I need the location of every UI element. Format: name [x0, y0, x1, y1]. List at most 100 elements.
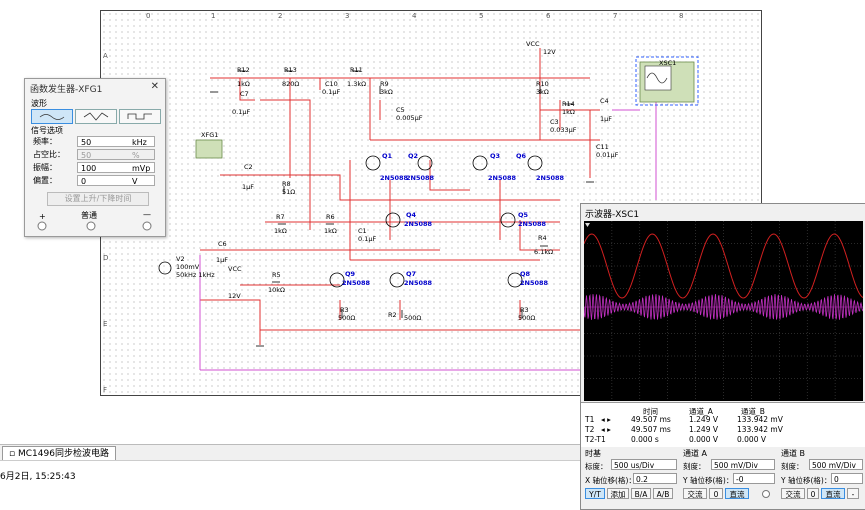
c11-value: 0.01µF	[596, 151, 619, 159]
row-delta-label: T2-T1	[585, 435, 606, 444]
row-t1-a: 1.249 V	[689, 415, 718, 424]
q3-part: 2N5088	[488, 174, 517, 182]
minus-terminal-icon	[142, 221, 152, 231]
ab-button[interactable]: A/B	[653, 488, 673, 499]
ba-button[interactable]: B/A	[631, 488, 651, 499]
c4-value: 1µF	[600, 115, 613, 123]
channel-a-dc-button[interactable]: 直流	[725, 488, 749, 499]
q9-label: Q9	[345, 270, 356, 278]
c10-label: C10	[325, 80, 338, 88]
r7-value: 1kΩ	[274, 227, 287, 235]
r12-label: R12	[237, 66, 250, 74]
channel-a-ypos-label: Y 轴位移(格)：	[683, 476, 734, 485]
c11-label: C11	[596, 143, 609, 151]
oscilloscope-screen[interactable]	[583, 221, 864, 401]
oscilloscope-window[interactable]: 示波器-XSC1 时间 通道_A 通道_B T1 ◂ ▸ 49.507 ms 1…	[580, 203, 865, 510]
offset-unit: V	[132, 177, 138, 186]
c3-label: C3	[550, 118, 559, 126]
r9-value: 3kΩ	[380, 88, 393, 96]
square-wave-button[interactable]	[119, 109, 161, 124]
header-ch-a: 通道_A	[689, 407, 713, 416]
r2-value: 500Ω	[404, 314, 422, 322]
function-generator-window[interactable]: 函数发生器-XFG1 ✕ 波形 信号选项 频率： 50 kHz 占空比： 50 …	[24, 78, 166, 237]
ruler-left-f: F	[103, 386, 108, 394]
channel-b-ypos-field[interactable]: 0	[831, 473, 863, 484]
frequency-unit: kHz	[132, 138, 147, 147]
q7-label: Q7	[406, 270, 417, 278]
offset-field[interactable]: 0 V	[77, 175, 155, 186]
set-rise-fall-time-button[interactable]: 设置上升/下降时间	[47, 192, 149, 206]
amplitude-field[interactable]: 100 mVp	[77, 162, 155, 173]
duty-label: 占空比：	[33, 150, 65, 159]
offset-label: 偏置：	[33, 176, 57, 185]
ruler-top-2: 2	[278, 12, 283, 20]
frequency-field[interactable]: 50 kHz	[77, 136, 155, 147]
frequency-value: 50	[81, 138, 92, 147]
channel-b-zero-button[interactable]: 0	[807, 488, 819, 499]
t1-arrows-icon[interactable]: ◂ ▸	[601, 415, 611, 424]
tab-label: MC1496同步检波电路	[17, 449, 109, 459]
frequency-label: 频率：	[33, 137, 57, 146]
status-timestamp: 6月2日, 15:25:43	[0, 472, 76, 482]
r11-label: R11	[350, 66, 363, 74]
row-t1-label: T1	[585, 415, 595, 424]
row-delta-time: 0.000 s	[631, 435, 659, 444]
r8-value: 51Ω	[282, 188, 296, 196]
timebase-scale-field[interactable]: 500 us/Div	[611, 459, 677, 470]
channel-a-scale-field[interactable]: 500 mV/Div	[711, 459, 775, 470]
c6-label: C6	[218, 240, 227, 248]
sine-wave-button[interactable]	[31, 109, 73, 124]
ruler-top-5: 5	[479, 12, 484, 20]
c6-value: 1µF	[216, 256, 229, 264]
r14-value: 1kΩ	[562, 108, 575, 116]
xsc1-label: XSC1	[659, 59, 677, 67]
channel-b-trace	[583, 293, 864, 320]
channel-a-terminal-icon[interactable]	[761, 489, 771, 499]
common-terminal-icon	[86, 221, 96, 231]
channel-a-ac-button[interactable]: 交流	[683, 488, 707, 499]
cursor-t1-marker	[585, 223, 590, 227]
duty-cycle-field: 50 %	[77, 149, 155, 160]
x-position-label: X 轴位移(格)：	[585, 476, 636, 485]
amplitude-unit: mVp	[132, 164, 151, 173]
q9-part: 2N5088	[342, 279, 371, 287]
add-button[interactable]: 添加	[607, 488, 629, 499]
channel-b-minus-button[interactable]: -	[847, 488, 859, 499]
yt-button[interactable]: Y/T	[585, 488, 605, 499]
channel-b-scale-field[interactable]: 500 mV/Div	[809, 459, 863, 470]
channel-b-ypos-label: Y 轴位移(格)：	[781, 476, 832, 485]
terminals	[37, 221, 152, 231]
waveform-heading: 波形	[31, 99, 47, 108]
close-icon[interactable]: ✕	[150, 81, 159, 92]
q1-part: 2N5088	[380, 174, 409, 182]
channel-b-ac-button[interactable]: 交流	[781, 488, 805, 499]
channel-b-dc-button[interactable]: 直流	[821, 488, 845, 499]
q1-label: Q1	[382, 152, 393, 160]
t2-arrows-icon[interactable]: ◂ ▸	[601, 425, 611, 434]
common-terminal-label: 普通	[81, 211, 97, 220]
triangle-wave-button[interactable]	[75, 109, 117, 124]
x-position-field[interactable]: 0.2	[633, 473, 677, 484]
ruler-top-4: 4	[412, 12, 417, 20]
row-t1-b: 133.942 mV	[737, 415, 783, 424]
r3b-label: R3	[520, 306, 529, 314]
r6-label: R6	[326, 213, 335, 221]
amplitude-value: 100	[81, 164, 97, 173]
q6-part: 2N5088	[536, 174, 565, 182]
c10-value: 0.1µF	[322, 88, 341, 96]
row-t2-b: 133.942 mV	[737, 425, 783, 434]
r3a-label: R3	[340, 306, 349, 314]
r8-label: R8	[282, 180, 291, 188]
channel-b-scale-label: 刻度：	[781, 462, 804, 471]
channel-a-ypos-field[interactable]: -0	[733, 473, 775, 484]
r5-label: R5	[272, 271, 281, 279]
vcc2-label: VCC	[228, 265, 242, 273]
channel-a-zero-button[interactable]: 0	[709, 488, 723, 499]
r4-value: 6.1kΩ	[534, 248, 554, 256]
document-icon: ▫	[9, 449, 16, 459]
q7-part: 2N5088	[404, 279, 433, 287]
c7-value: 0.1µF	[232, 108, 251, 116]
tab-mc1496[interactable]: ▫ MC1496同步检波电路	[2, 446, 116, 461]
duty-unit: %	[132, 151, 140, 160]
